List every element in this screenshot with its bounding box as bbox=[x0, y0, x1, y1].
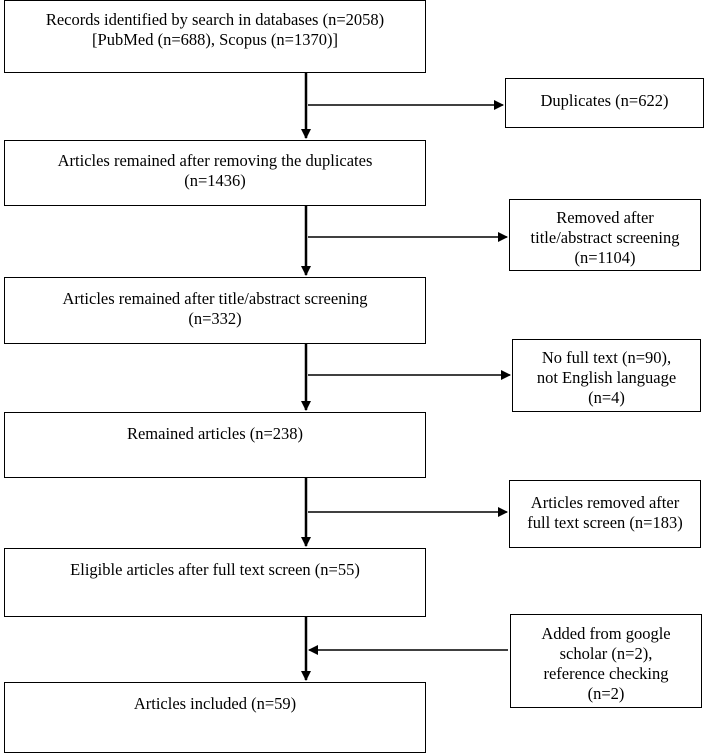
step-articles-included-line-1: Articles included (n=59) bbox=[133, 694, 297, 713]
side-removed-full-text: Articles removed after full text screen … bbox=[509, 480, 701, 548]
step-eligible-articles: Eligible articles after full text screen… bbox=[4, 548, 426, 617]
step-after-duplicates-line-2: (n=1436) bbox=[184, 171, 246, 190]
side-removed-full-text-line-1: Articles removed after bbox=[530, 493, 680, 512]
step-remained-articles-line-1: Remained articles (n=238) bbox=[126, 424, 304, 443]
side-removed-screening-line-2: title/abstract screening bbox=[530, 228, 680, 247]
side-added-sources-line-2: scholar (n=2), bbox=[559, 644, 653, 663]
side-added-sources: Added from google scholar (n=2), referen… bbox=[510, 614, 702, 708]
step-records-identified-line-2: [PubMed (n=688), Scopus (n=1370)] bbox=[92, 30, 338, 49]
step-after-screening: Articles remained after title/abstract s… bbox=[4, 277, 426, 344]
step-after-duplicates: Articles remained after removing the dup… bbox=[4, 140, 426, 206]
step-records-identified-line-1: Records identified by search in database… bbox=[45, 10, 385, 29]
side-no-full-text: No full text (n=90), not English languag… bbox=[512, 339, 701, 412]
step-after-duplicates-line-1: Articles remained after removing the dup… bbox=[57, 151, 373, 170]
side-no-full-text-line-2: not English language bbox=[536, 368, 677, 387]
side-added-sources-line-1: Added from google bbox=[541, 624, 671, 643]
side-added-sources-line-3: reference checking bbox=[543, 664, 669, 683]
side-added-sources-line-4: (n=2) bbox=[587, 684, 625, 703]
side-removed-full-text-line-2: full text screen (n=183) bbox=[527, 513, 683, 532]
step-articles-included: Articles included (n=59) bbox=[4, 682, 426, 753]
side-duplicates: Duplicates (n=622) bbox=[505, 78, 704, 128]
side-removed-screening: Removed after title/abstract screening (… bbox=[509, 199, 701, 271]
side-removed-screening-line-1: Removed after bbox=[556, 208, 654, 227]
side-no-full-text-line-1: No full text (n=90), bbox=[541, 348, 672, 367]
side-duplicates-line-1: Duplicates (n=622) bbox=[540, 91, 669, 110]
step-eligible-articles-line-1: Eligible articles after full text screen… bbox=[70, 560, 360, 579]
side-removed-screening-line-3: (n=1104) bbox=[574, 248, 636, 267]
step-records-identified: Records identified by search in database… bbox=[4, 0, 426, 73]
step-after-screening-line-2: (n=332) bbox=[188, 309, 242, 328]
step-remained-articles: Remained articles (n=238) bbox=[4, 412, 426, 478]
step-after-screening-line-1: Articles remained after title/abstract s… bbox=[62, 289, 368, 308]
side-no-full-text-line-3: (n=4) bbox=[588, 388, 625, 407]
